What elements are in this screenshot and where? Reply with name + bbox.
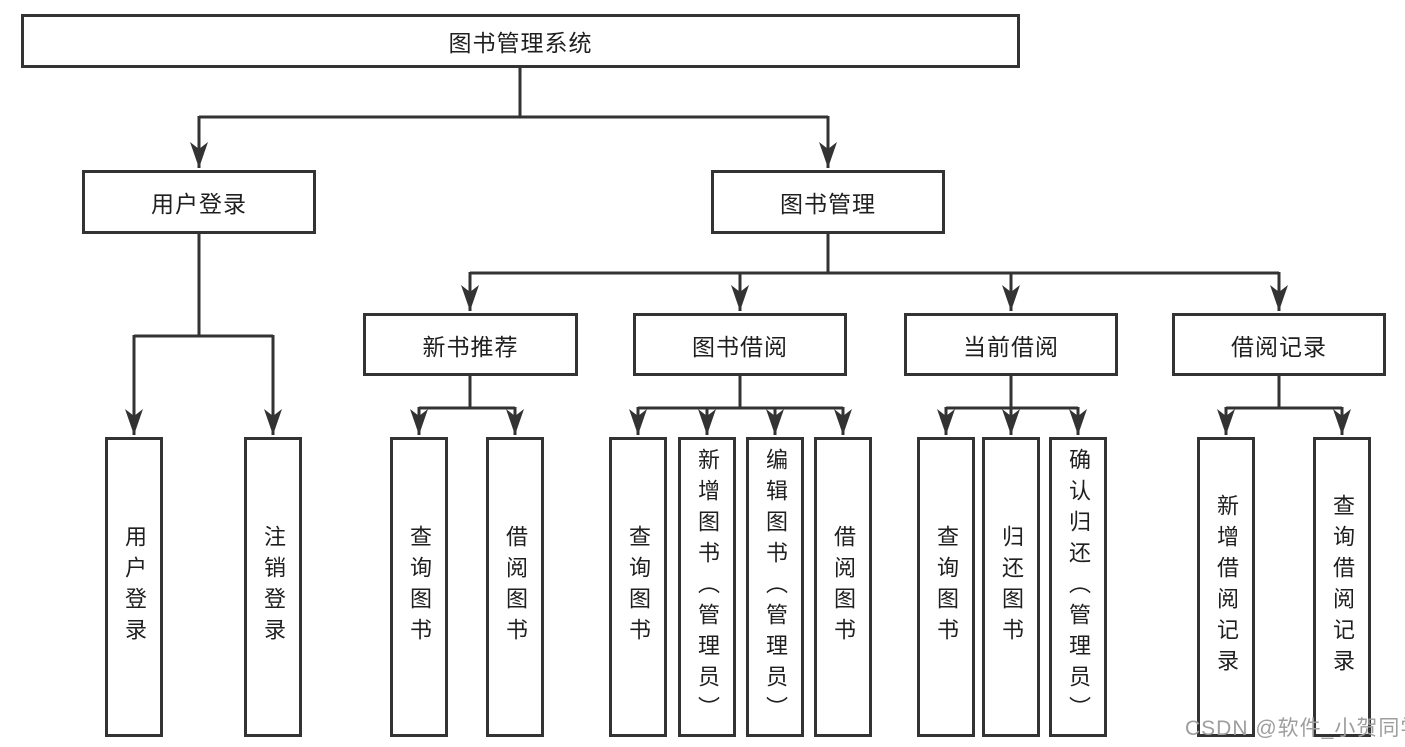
- leaf-query-books-borrowing: 查询图书: [609, 437, 667, 737]
- leaf-query-borrow-record: 查询借阅记录: [1313, 437, 1371, 737]
- node-user-login: 用户登录: [82, 170, 316, 234]
- node-new-book-recommend: 新书推荐: [363, 313, 578, 376]
- leaf-borrow-books-borrowing: 借阅图书: [814, 437, 872, 737]
- leaf-return-books: 归还图书: [982, 437, 1040, 737]
- leaf-borrow-books-recommend: 借阅图书: [486, 437, 544, 737]
- node-book-management: 图书管理: [711, 170, 945, 234]
- leaf-edit-book-admin: 编辑图书（管理员）: [746, 437, 804, 737]
- leaf-confirm-return-admin: 确认归还（管理员）: [1049, 437, 1107, 737]
- leaf-query-books-recommend: 查询图书: [390, 437, 448, 737]
- watermark: CSDN @软件_小贺同学: [1185, 717, 1405, 740]
- node-borrow-records: 借阅记录: [1172, 313, 1386, 376]
- node-book-borrowing: 图书借阅: [633, 313, 847, 376]
- node-current-borrowing: 当前借阅: [904, 313, 1118, 376]
- node-library-management-system: 图书管理系统: [21, 14, 1020, 68]
- leaf-add-borrow-record: 新增借阅记录: [1197, 437, 1255, 737]
- leaf-add-book-admin: 新增图书（管理员）: [678, 437, 736, 737]
- leaf-user-login: 用户登录: [105, 437, 163, 737]
- leaf-query-books-current: 查询图书: [917, 437, 975, 737]
- leaf-logout: 注销登录: [244, 437, 302, 737]
